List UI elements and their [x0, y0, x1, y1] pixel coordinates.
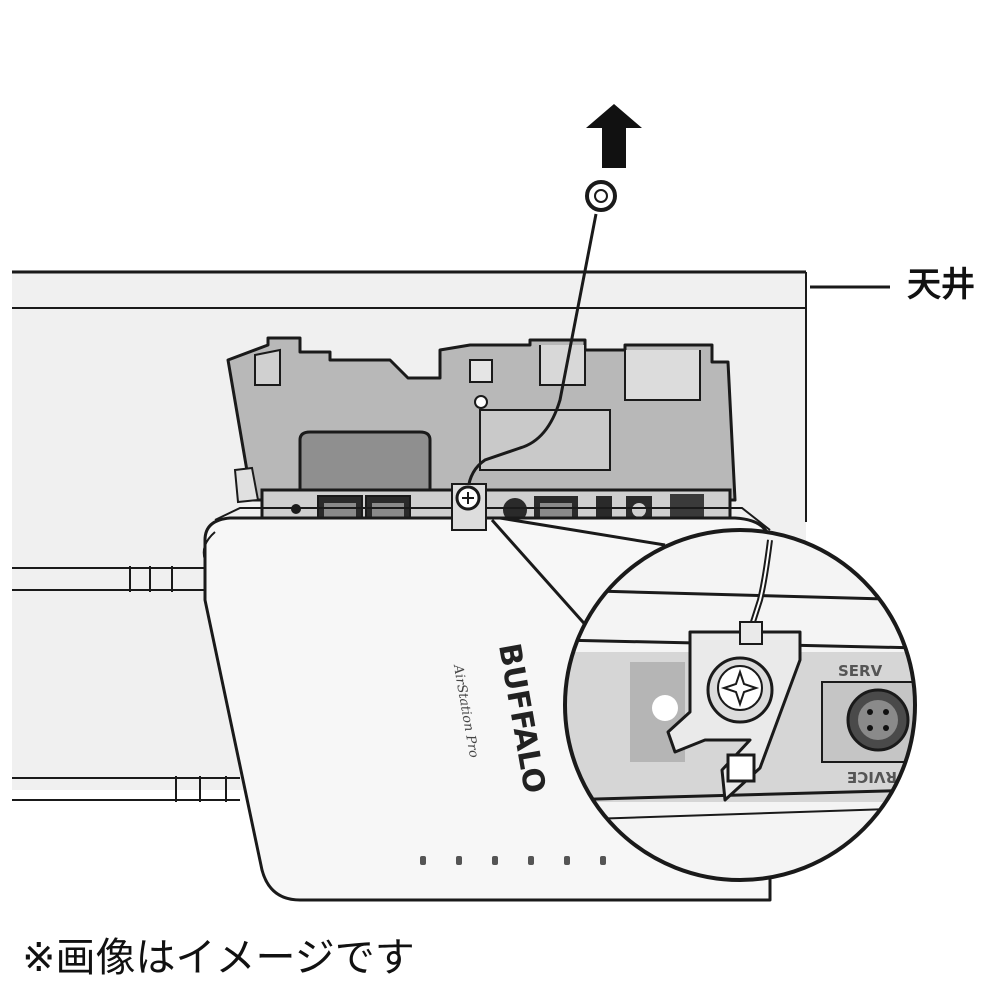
zoom-callout-lines [490, 516, 666, 631]
up-arrow-icon [586, 104, 642, 168]
zoom-detail: SERV RVICE [563, 528, 917, 882]
zoom-port-label-top: SERV [838, 662, 883, 680]
image-caption: ※画像はイメージです [22, 935, 415, 981]
zoom-port-label-bottom: RVICE [847, 768, 897, 786]
security-wire [466, 180, 617, 491]
screw-icon [451, 483, 487, 531]
status-leds [420, 856, 606, 865]
ceiling-label: 天井 [907, 265, 975, 305]
mounting-bracket [226, 336, 737, 504]
